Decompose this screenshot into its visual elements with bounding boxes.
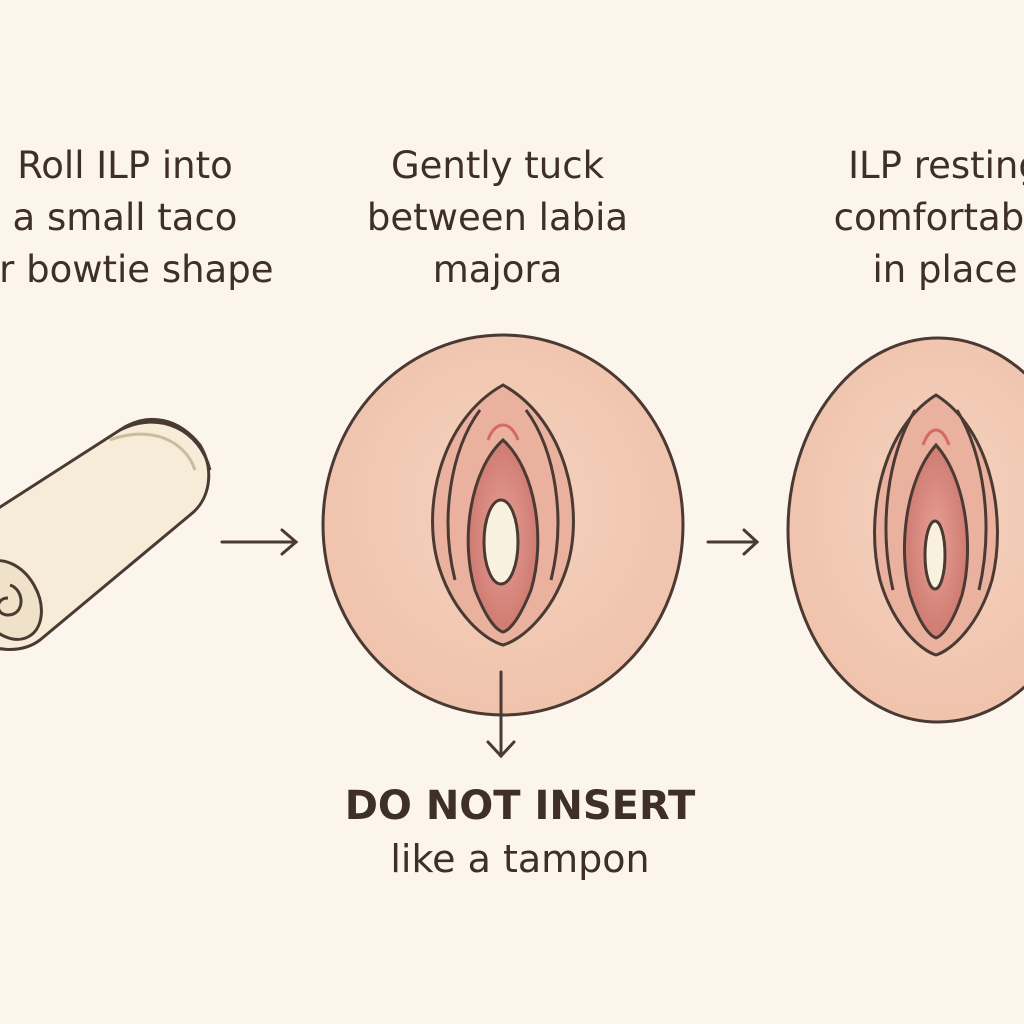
step1-line1: Roll ILP into (17, 144, 233, 187)
step2-caption: Gently tuck between labia majora (335, 140, 660, 296)
tuck-top-accent (486, 423, 520, 441)
arrow-right-1 (220, 528, 299, 556)
step2-line2: between labia (366, 196, 629, 239)
step1-line3: or bowtie shape (0, 248, 274, 291)
warning-note: DO NOT INSERT like a tampon (250, 780, 790, 886)
rolled-pad-body (0, 417, 211, 651)
arrow-down (486, 670, 516, 759)
step1-caption: Roll ILP into a small taco or bowtie sha… (0, 140, 290, 296)
resting-fold-right (955, 409, 988, 591)
resting-pad (923, 519, 947, 591)
rolled-pad-top-edge (119, 420, 212, 471)
step1-line2: a small taco (12, 196, 238, 239)
resting-illustration (786, 336, 1024, 724)
arrow-right-2 (706, 528, 760, 556)
step2-line3: majora (432, 248, 563, 291)
step3-line1: ILP resting (848, 144, 1024, 187)
step2-line1: Gently tuck (390, 144, 605, 187)
rolled-pad-spiral (0, 583, 23, 617)
step3-line3: in place (872, 248, 1018, 291)
tuck-illustration (321, 333, 685, 717)
rolled-pad-fold (109, 432, 197, 471)
tuck-fold-right (524, 409, 560, 581)
tuck-fold-left (446, 409, 482, 581)
rolled-pad-illustration (0, 417, 212, 651)
step3-line2: comfortably (833, 196, 1024, 239)
warning-subtitle: like a tampon (390, 837, 650, 881)
rolled-pad-end (0, 559, 43, 641)
resting-top-accent (921, 428, 951, 446)
resting-fold-left (884, 409, 917, 591)
warning-title: DO NOT INSERT (344, 783, 696, 829)
tuck-pad (482, 498, 520, 586)
step3-caption: ILP resting comfortably in place (795, 140, 1024, 296)
